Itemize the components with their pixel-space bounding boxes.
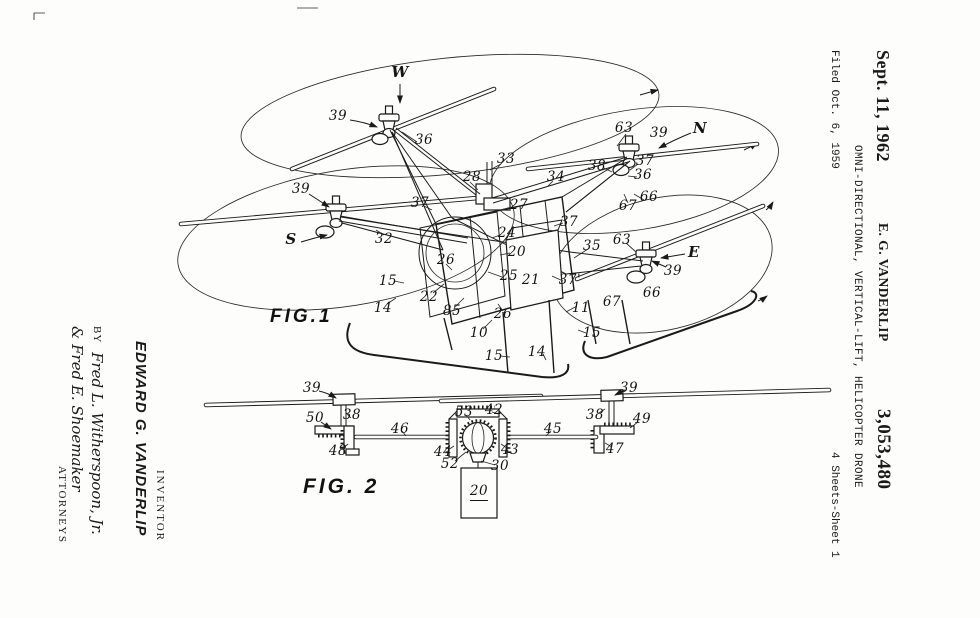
attorney-signature-2: & Fred E. Shoemaker	[68, 326, 86, 492]
compass-letter-W: W	[391, 63, 409, 81]
ref-numeral-22: 22	[419, 289, 439, 305]
ref-numeral-25: 25	[499, 268, 519, 284]
filed-date: Filed Oct. 6, 1959	[828, 50, 840, 169]
rotation-arrow	[639, 88, 659, 96]
ref-numeral-85: 85	[442, 303, 462, 319]
ref-numeral-45: 45	[543, 421, 563, 437]
ref-numeral-39: 39	[649, 125, 669, 141]
patent-date: Sept. 11, 1962	[873, 50, 893, 163]
ref-numeral-30: 30	[490, 458, 510, 474]
ref-numeral-37: 37	[559, 214, 579, 230]
ref-numeral-53: 53	[454, 404, 474, 420]
ref-numeral-33: 33	[496, 151, 516, 167]
ref-numeral-39: 39	[328, 108, 348, 124]
compass-letter-N: N	[692, 119, 708, 137]
compass-letter-S: S	[285, 230, 297, 248]
ref-numeral-52: 52	[440, 456, 460, 472]
ref-numeral-49: 49	[632, 411, 652, 427]
ref-numeral-37': 37'	[558, 272, 582, 288]
patent-title: OMNI-DIRECTIONAL, VERTICAL-LIFT, HELICOP…	[851, 145, 863, 489]
ref-numeral-38: 38	[587, 158, 607, 174]
gimbal-gear-ring	[459, 419, 497, 457]
fig1-drawing	[177, 53, 779, 379]
inventor-label: INVENTOR	[154, 470, 166, 543]
ref-numeral-14: 14	[527, 344, 547, 360]
patent-filing-line: Filed Oct. 6, 1959 4 Sheets-Sheet 1	[828, 50, 840, 558]
ref-numeral-27: 27	[509, 197, 529, 213]
rotor-hub-north	[612, 135, 640, 177]
ref-numeral-35: 35	[582, 238, 602, 254]
ref-numeral-26: 26	[436, 252, 456, 268]
ref-numeral-14: 14	[373, 300, 393, 316]
rotation-arrow	[765, 201, 774, 211]
fig2-gimbal	[445, 405, 511, 468]
patent-number: 3,053,480	[873, 408, 894, 490]
fig1-caption: FIG.1	[270, 306, 333, 327]
ref-numeral-67: 67	[618, 198, 638, 214]
patent-header-line: Sept. 11, 1962 E. G. VANDERLIP 3,053,480	[872, 50, 894, 612]
ref-numeral-37: 37	[635, 153, 655, 169]
ref-numeral-39: 39	[619, 380, 639, 396]
ref-numeral-20: 20	[507, 244, 527, 260]
inventor-name: EDWARD G. VANDERLIP	[132, 341, 149, 537]
ref-numeral-34: 34	[546, 169, 566, 185]
ref-numeral-37: 37	[410, 195, 430, 211]
rotation-arrow	[757, 295, 768, 303]
ref-numeral-10: 10	[469, 325, 489, 341]
signature-1: Fred L. Witherspoon, Jr.	[88, 352, 106, 535]
ref-numeral-26: 26	[493, 306, 513, 322]
attorney-signature-1: BY Fred L. Witherspoon, Jr.	[88, 326, 106, 594]
ref-numeral-46: 46	[390, 421, 410, 437]
ref-numeral-24: 24	[497, 225, 517, 241]
ref-numeral-47: 47	[605, 441, 625, 457]
patent-author: E. G. VANDERLIP	[876, 223, 891, 342]
ref-numeral-21: 21	[521, 272, 541, 288]
rotor-hub-west	[371, 105, 400, 146]
sheet-marks	[33, 7, 318, 20]
ref-numeral-36: 36	[414, 132, 434, 148]
ref-numeral-48: 48	[328, 443, 348, 459]
ref-numeral-44: 44	[433, 444, 453, 460]
fig2-payload-box	[460, 467, 498, 519]
sheet-info: 4 Sheets-Sheet 1	[828, 452, 840, 558]
by-label: BY	[91, 326, 103, 344]
fig2-leader-lines	[318, 388, 639, 466]
ref-numeral-28: 28	[462, 169, 482, 185]
fig1-leader-lines	[300, 84, 692, 361]
rotor-hub-east	[626, 241, 657, 284]
compass-letter-E: E	[688, 243, 700, 261]
ref-numeral-66: 66	[642, 285, 662, 301]
ref-numeral-63: 63	[614, 120, 634, 136]
fig2-drawing	[203, 387, 832, 519]
ref-numeral-15: 15	[484, 348, 504, 364]
ref-numeral-50: 50	[305, 410, 325, 426]
attorneys-label: ATTORNEYS	[56, 466, 68, 544]
fig2-caption: FIG. 2	[303, 475, 380, 498]
ref-numeral-39: 39	[663, 263, 683, 279]
ref-numeral-15: 15	[378, 273, 398, 289]
ref-numeral-67: 67	[602, 294, 622, 310]
ref-numeral-43: 43	[500, 442, 520, 458]
ref-numeral-66: 66	[639, 189, 659, 205]
ref-numeral-20: 20	[469, 483, 489, 501]
payload-boxes	[418, 216, 564, 311]
patent-header: Sept. 11, 1962 E. G. VANDERLIP 3,053,480…	[828, 50, 894, 612]
ref-numeral-39: 39	[291, 181, 311, 197]
landing-skids	[346, 290, 758, 379]
ref-numeral-32: 32	[374, 231, 394, 247]
ref-numeral-63: 63	[612, 232, 632, 248]
ref-numeral-42: 42	[484, 402, 504, 418]
ref-numeral-36: 36	[633, 167, 653, 183]
ref-numeral-38: 38	[342, 407, 362, 423]
ref-numeral-11: 11	[571, 300, 591, 316]
ref-numeral-15: 15	[582, 325, 602, 341]
inventor-block: INVENTOR EDWARD G. VANDERLIP BY Fred L. …	[56, 326, 166, 594]
ref-numeral-39: 39	[302, 380, 322, 396]
ref-numeral-38: 38	[585, 407, 605, 423]
fig2-rotor-blades	[203, 387, 832, 408]
